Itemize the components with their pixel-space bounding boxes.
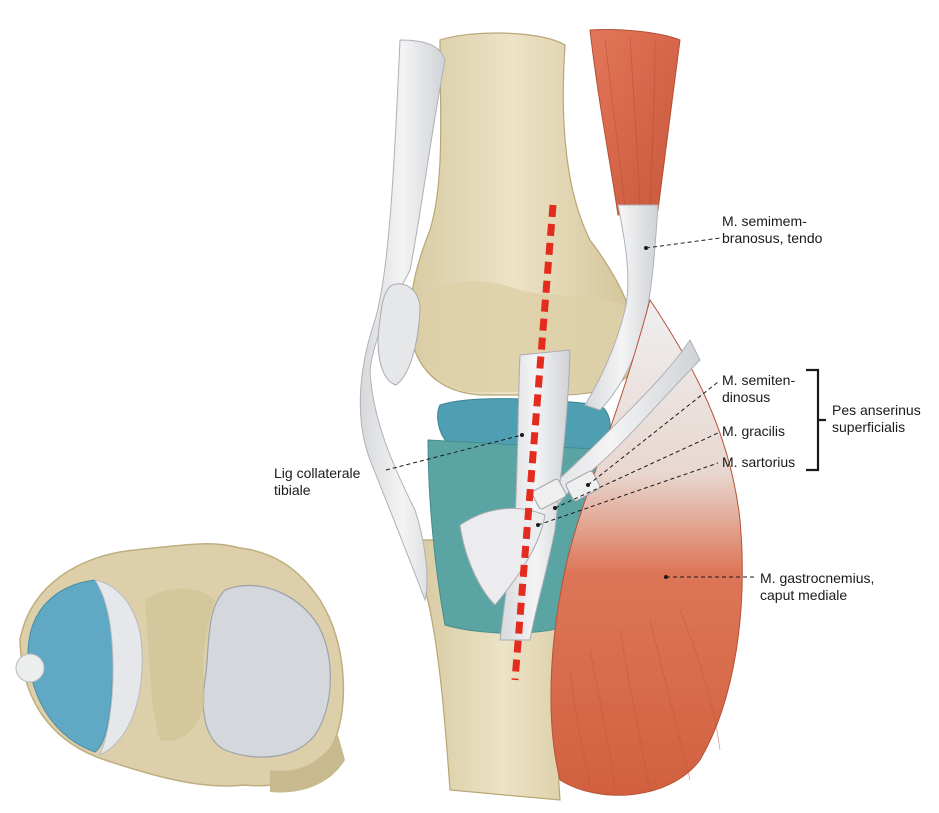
- label-sartorius: M. sartorius: [722, 454, 796, 470]
- lateral-cartilage: [202, 584, 331, 758]
- leader-dots: [520, 246, 668, 579]
- patella: [377, 283, 421, 386]
- knee-medial-view: [359, 29, 743, 801]
- intercondylar-area: [145, 588, 215, 741]
- gastrocnemius-fibers: [569, 609, 721, 791]
- semimembranosus-fibers: [604, 37, 656, 206]
- leader-gracilis: [554, 432, 719, 509]
- plateau-rim: [270, 735, 345, 793]
- leader-sartorius: [537, 462, 719, 526]
- label-semitendinosus: M. semiten- dinosus: [722, 372, 796, 405]
- medial-meniscus: [93, 579, 143, 757]
- label-gracilis: M. gracilis: [722, 423, 786, 439]
- label-semimembranosus: M. semimem- branosus, tendo: [722, 213, 823, 246]
- pes-anserinus-bracket: [806, 368, 826, 472]
- patellar-tendon: [359, 39, 446, 602]
- cut-line: [511, 204, 557, 681]
- gastrocnemius-muscle: [550, 298, 743, 796]
- femoral-condyle: [419, 281, 635, 392]
- leader-lines: [385, 237, 755, 578]
- meniscus-notch: [15, 653, 45, 683]
- label-pes-anserinus: Pes anserinus superficialis: [832, 402, 921, 435]
- semimembranosus-tendon: [584, 204, 659, 411]
- label-gastrocnemius: M. gastrocnemius, caput mediale: [760, 570, 875, 603]
- leader-lig-collaterale: [385, 434, 523, 471]
- leader-semimembranosus: [645, 237, 721, 249]
- label-lig-collaterale: Lig collaterale tibiale: [274, 465, 361, 498]
- cut-tendon-stumps: [531, 470, 601, 510]
- tibial-plateau-view: [15, 543, 345, 793]
